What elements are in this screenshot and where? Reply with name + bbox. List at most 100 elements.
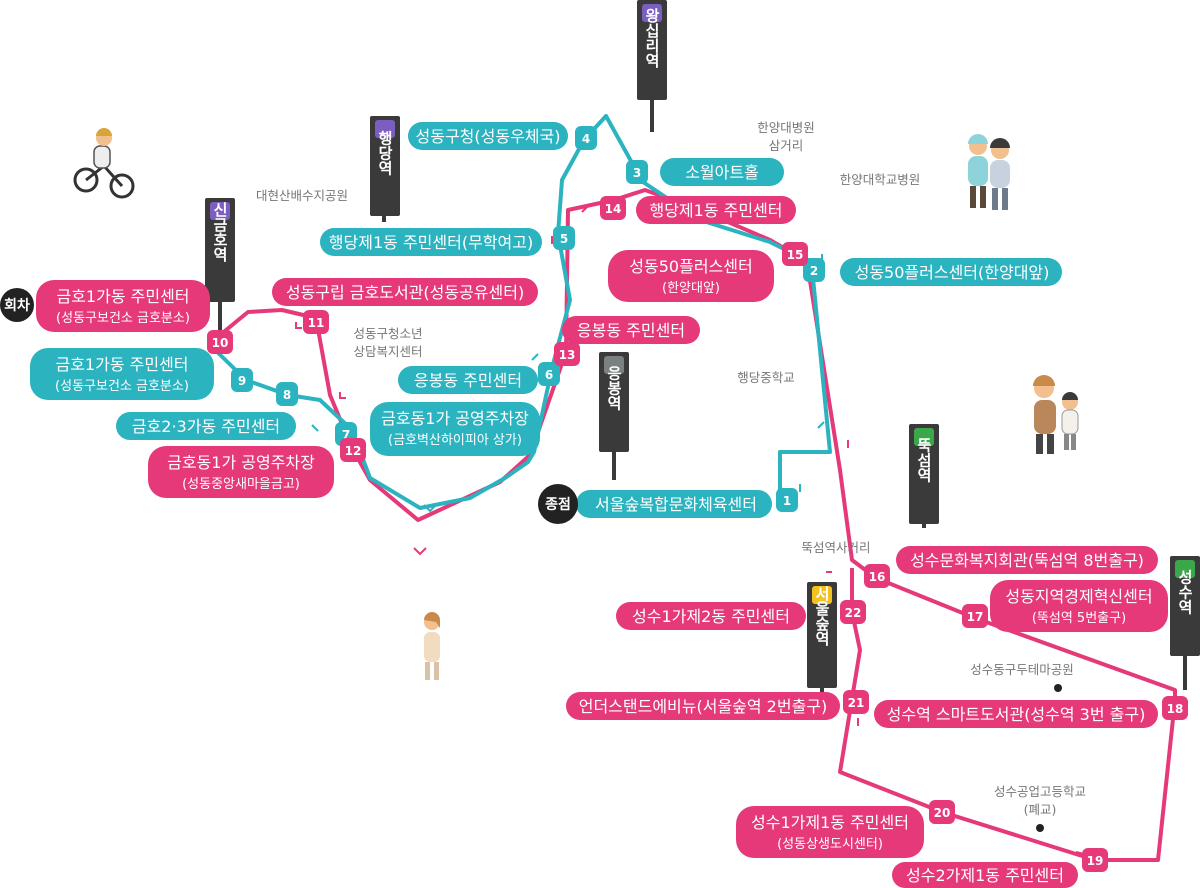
station-sign-eungbong[interactable]: 응봉역 — [599, 352, 629, 480]
svg-text:성수1가제1동 주민센터: 성수1가제1동 주민센터 — [751, 813, 909, 832]
stop-marker-13[interactable]: 13 — [554, 342, 580, 366]
arrow-icon — [311, 424, 319, 432]
station-sign-seoulforest[interactable]: 서울숲역 — [807, 582, 837, 700]
svg-text:소월아트홀: 소월아트홀 — [685, 163, 759, 182]
stop-label-teal-4[interactable]: 성동구청(성동우체국) — [408, 122, 568, 150]
landmark-hanyang-hospital-junction: 한양대병원 — [757, 120, 815, 135]
stop-marker-5[interactable]: 5 — [553, 226, 575, 250]
landmark-dot — [1036, 824, 1044, 832]
stop-marker-19[interactable]: 19 — [1082, 848, 1108, 872]
station-sign-ttukseom[interactable]: 뚝섬역 — [909, 424, 939, 528]
stop-label-pink-12[interactable]: 금호동1가 공영주차장 (성동중앙새마을금고) — [148, 446, 334, 498]
stop-label-pink-14[interactable]: 행당제1동 주민센터 — [636, 196, 796, 224]
svg-text:성수역 스마트도서관(성수역 3번 출구): 성수역 스마트도서관(성수역 3번 출구) — [887, 705, 1146, 724]
svg-text:17: 17 — [967, 610, 984, 624]
stop-label-pink-17[interactable]: 성동지역경제혁신센터 (뚝섬역 5번출구) — [990, 580, 1168, 632]
landmark-dot — [1054, 684, 1062, 692]
svg-text:4: 4 — [582, 132, 590, 146]
svg-text:금호1가동 주민센터: 금호1가동 주민센터 — [55, 355, 188, 374]
stop-marker-15[interactable]: 15 — [782, 242, 808, 266]
stop-marker-12[interactable]: 12 — [340, 438, 366, 462]
pink-stop-markers[interactable]: 10 11 12 13 14 15 16 17 18 19 20 21 22 — [207, 196, 1188, 872]
pink-stop-labels[interactable]: 금호1가동 주민센터 (성동구보건소 금호분소) 성동구립 금호도서관(성동공유… — [36, 196, 1168, 888]
svg-text:(성동구보건소 금호분소): (성동구보건소 금호분소) — [56, 311, 190, 326]
station-name: 신금호역 — [211, 202, 229, 263]
stop-label-pink-19[interactable]: 성수2가제1동 주민센터 — [892, 862, 1078, 888]
stop-marker-10[interactable]: 10 — [207, 330, 233, 354]
svg-text:금호1가동 주민센터: 금호1가동 주민센터 — [56, 287, 189, 306]
station-sign-singeumho[interactable]: 신금호역 — [205, 198, 235, 332]
landmark-seongsu-tech-high-2: (폐교) — [1024, 802, 1057, 817]
couple-walking-illustration — [968, 134, 1010, 210]
svg-text:금호동1가 공영주차장: 금호동1가 공영주차장 — [381, 409, 529, 428]
station-name: 왕십리역 — [643, 8, 661, 69]
cyclist-illustration — [73, 128, 135, 199]
stop-label-pink-13[interactable]: 응봉동 주민센터 — [562, 316, 700, 344]
svg-text:성동50플러스센터: 성동50플러스센터 — [629, 257, 752, 276]
stop-marker-22[interactable]: 22 — [840, 600, 866, 624]
svg-text:성동지역경제혁신센터: 성동지역경제혁신센터 — [1005, 587, 1152, 606]
svg-text:응봉동 주민센터: 응봉동 주민센터 — [577, 321, 685, 340]
stop-label-pink-18[interactable]: 성수역 스마트도서관(성수역 3번 출구) — [874, 700, 1158, 728]
landmark-hanyang-hospital-junction-2: 삼거리 — [769, 138, 804, 153]
stop-label-pink-16[interactable]: 성수문화복지회관(뚝섬역 8번출구) — [896, 546, 1158, 574]
family-walking-illustration — [1033, 375, 1079, 454]
svg-text:성동구립 금호도서관(성동공유센터): 성동구립 금호도서관(성동공유센터) — [286, 283, 524, 302]
stop-marker-16[interactable]: 16 — [864, 564, 890, 588]
arrow-icon — [423, 504, 437, 513]
stop-marker-11[interactable]: 11 — [303, 310, 329, 334]
stop-label-teal-5[interactable]: 행당제1동 주민센터(무학여고) — [320, 228, 542, 256]
svg-text:(뚝섬역 5번출구): (뚝섬역 5번출구) — [1032, 611, 1126, 626]
svg-text:언더스탠드에비뉴(서울숲역 2번출구): 언더스탠드에비뉴(서울숲역 2번출구) — [579, 697, 828, 716]
stop-label-pink-21[interactable]: 언더스탠드에비뉴(서울숲역 2번출구) — [566, 692, 840, 720]
svg-text:7: 7 — [342, 428, 350, 442]
stop-marker-3[interactable]: 3 — [626, 160, 648, 184]
svg-text:14: 14 — [605, 202, 622, 216]
landmark-labels: 한양대병원 삼거리 한양대학교병원 대현산배수지공원 성동구청소년 상담복지센터… — [256, 120, 1086, 817]
stop-marker-2[interactable]: 2 — [803, 258, 825, 282]
stop-marker-6[interactable]: 6 — [538, 362, 560, 386]
stop-marker-4[interactable]: 4 — [575, 126, 597, 150]
landmark-youth-counseling: 성동구청소년 — [353, 326, 422, 341]
landmark-shoe-park: 성수동구두테마공원 — [970, 662, 1074, 677]
stop-marker-18[interactable]: 18 — [1162, 696, 1188, 720]
svg-text:(성동상생도시센터): (성동상생도시센터) — [777, 837, 883, 852]
svg-text:행당제1동 주민센터(무학여고): 행당제1동 주민센터(무학여고) — [329, 233, 533, 252]
stop-label-teal-3[interactable]: 소월아트홀 — [660, 158, 784, 186]
stop-marker-1[interactable]: 1 — [776, 488, 798, 512]
stop-label-pink-22[interactable]: 성수1가제2동 주민센터 — [616, 602, 806, 630]
svg-text:(성동중앙새마을금고): (성동중앙새마을금고) — [182, 477, 300, 492]
teal-stop-labels[interactable]: 서울숲복합문화체육센터 성동50플러스센터(한양대앞) 소월아트홀 성동구청(성… — [30, 122, 1062, 518]
stop-label-teal-7[interactable]: 금호2·3가동 주민센터 — [116, 412, 296, 440]
landmark-youth-counseling-2: 상담복지센터 — [353, 344, 422, 359]
svg-text:3: 3 — [633, 166, 641, 180]
stop-label-pink-10[interactable]: 금호1가동 주민센터 (성동구보건소 금호분소) — [36, 280, 210, 332]
stop-label-teal-1[interactable]: 서울숲복합문화체육센터 — [576, 490, 772, 518]
svg-text:11: 11 — [308, 316, 325, 330]
stop-label-pink-11[interactable]: 성동구립 금호도서관(성동공유센터) — [272, 278, 538, 306]
stop-marker-17[interactable]: 17 — [962, 604, 988, 628]
stop-label-pink-20[interactable]: 성수1가제1동 주민센터 (성동상생도시센터) — [736, 806, 924, 858]
landmark-daehyeonsan-park: 대현산배수지공원 — [256, 188, 348, 203]
svg-text:16: 16 — [869, 570, 886, 584]
svg-text:9: 9 — [238, 374, 246, 388]
stop-label-teal-parking[interactable]: 금호동1가 공영주차장 (금호벽산하이피아 상가) — [370, 402, 540, 456]
arrow-icon — [339, 392, 346, 399]
arrow-icon — [581, 205, 589, 213]
stop-label-teal-6[interactable]: 응봉동 주민센터 — [398, 366, 538, 394]
svg-text:(성동구보건소 금호분소): (성동구보건소 금호분소) — [55, 379, 189, 394]
stop-label-teal-geumho1[interactable]: 금호1가동 주민센터 (성동구보건소 금호분소) — [30, 348, 214, 400]
stop-label-pink-15[interactable]: 성동50플러스센터 (한양대앞) — [608, 250, 774, 302]
stop-label-teal-2[interactable]: 성동50플러스센터(한양대앞) — [840, 258, 1062, 286]
station-sign-wangsimni[interactable]: 왕십리역 — [637, 0, 667, 132]
stop-marker-9[interactable]: 9 — [231, 368, 253, 392]
stop-marker-8[interactable]: 8 — [276, 382, 298, 406]
svg-text:22: 22 — [845, 606, 862, 620]
station-name: 뚝섬역 — [915, 438, 933, 484]
station-sign-haengdang[interactable]: 행당역 — [370, 116, 400, 222]
svg-text:20: 20 — [934, 806, 951, 820]
station-sign-seongsu[interactable]: 성수역 — [1170, 556, 1200, 690]
stop-marker-20[interactable]: 20 — [929, 800, 955, 824]
stop-marker-21[interactable]: 21 — [843, 690, 869, 714]
stop-marker-14[interactable]: 14 — [600, 196, 626, 220]
